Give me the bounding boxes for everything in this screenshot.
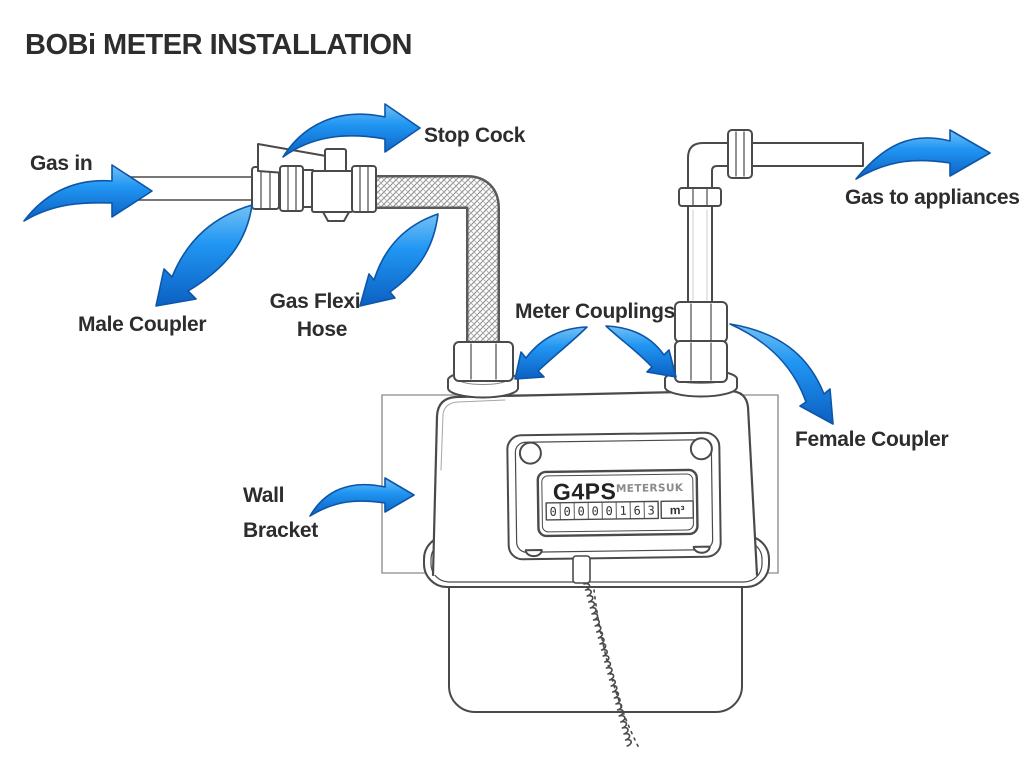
arrows [23, 103, 991, 517]
face-tab-right [692, 545, 711, 554]
meter-face-plate [506, 431, 722, 561]
male-coupler-fitting [251, 166, 280, 210]
gas-flexi-hose-pipe [353, 175, 500, 365]
elbow-nut [727, 129, 753, 179]
right-meter-coupling [664, 301, 738, 398]
pipe-union-facets [692, 188, 708, 206]
seal-wire-dotted [593, 589, 641, 751]
male-coupler-arrow [155, 204, 253, 307]
texts: BOBi METER INSTALLATION Gas in Stop Cock… [25, 29, 1020, 542]
valve-right-nut [351, 165, 377, 213]
right-coupling-nut-upper [674, 301, 728, 343]
valve-left-nut [279, 165, 304, 212]
page-title: BOBi METER INSTALLATION [25, 29, 412, 61]
meter-couplings-label: Meter Couplings [515, 300, 675, 323]
right-flange-side [664, 378, 738, 398]
left-flange-side [447, 379, 519, 399]
gas-flexi-hose-label-line2: Hose [297, 318, 347, 341]
face-plate-inner [514, 439, 714, 553]
male-coupler-facets [260, 167, 271, 209]
odometer-digit-2: 0 [564, 505, 571, 519]
meter-model: G4PS [553, 478, 617, 505]
odometer-digit-3: 0 [578, 504, 585, 518]
meter-coupling-left-arrow [514, 326, 588, 380]
wall-bracket-arrow [309, 477, 415, 517]
meter-brand-logo: METERSUK [616, 482, 684, 495]
valve-body [311, 170, 354, 213]
outlet-pipe [678, 129, 864, 307]
female-coupler-label: Female Coupler [795, 428, 948, 451]
face-screw-right [689, 437, 713, 461]
wall-bracket-label-line2: Bracket [243, 519, 318, 542]
gas-flexi-hose-arrow [359, 213, 439, 307]
meter-top-outline [431, 389, 759, 577]
odometer-digit-8: 3 [648, 503, 655, 517]
stop-cock-valve [257, 143, 377, 222]
left-coupling-nut [453, 341, 514, 382]
seal-wire-coil [583, 582, 632, 747]
odometer-digit-5: 0 [606, 504, 613, 518]
left-meter-coupling [447, 341, 519, 399]
outlet-pipe-body [687, 142, 864, 307]
elbow-nut-facets [735, 131, 745, 177]
right-coupling-upper-facets [690, 303, 712, 341]
line-art [111, 129, 864, 751]
meter-top-sketch-line [440, 399, 506, 471]
hose-braid [355, 177, 498, 363]
stop-cock-label: Stop Cock [424, 124, 526, 147]
meter-coupling-right-arrow [605, 325, 677, 378]
odometer-unit: m³ [670, 503, 685, 517]
valve-left-facets [287, 166, 297, 211]
stop-cock-arrow [282, 103, 421, 158]
gas-in-arrow [23, 164, 153, 222]
left-coupling-facets [470, 343, 497, 380]
valve-bottom-tab [322, 211, 350, 222]
odometer-digit-1: 0 [550, 505, 557, 519]
male-coupler-nut [251, 166, 280, 210]
odometer-digit-7: 6 [634, 504, 641, 518]
right-coupling-lower-facets [690, 342, 712, 381]
seal-wire [572, 555, 641, 751]
face-screw-left [518, 441, 542, 465]
odometer-cell-lines [559, 501, 645, 521]
female-coupler-arrow [729, 323, 834, 425]
gas-in-label: Gas in [30, 152, 92, 175]
pipe-union-nut [678, 187, 722, 207]
odometer-digit-6: 1 [620, 504, 627, 518]
seal-clip [572, 555, 591, 584]
gas-to-appliances-label: Gas to appliances [845, 186, 1020, 209]
wall-bracket-label-line1: Wall [243, 484, 284, 507]
face-tab-left [524, 549, 543, 558]
valve-right-facets [359, 166, 369, 212]
outlet-pipe-shading [692, 209, 708, 301]
unit-box [660, 500, 695, 520]
meter-face-text: G4PS METERSUK 0 0 0 0 0 1 6 3 m³ [550, 478, 685, 519]
gas-to-appliances-arrow [855, 129, 991, 180]
gas-flexi-hose-label-line1: Gas Flexi [270, 290, 361, 313]
male-coupler-label: Male Coupler [78, 313, 206, 336]
right-coupling-nut-lower [674, 340, 728, 383]
odometer-digit-4: 0 [592, 504, 599, 518]
